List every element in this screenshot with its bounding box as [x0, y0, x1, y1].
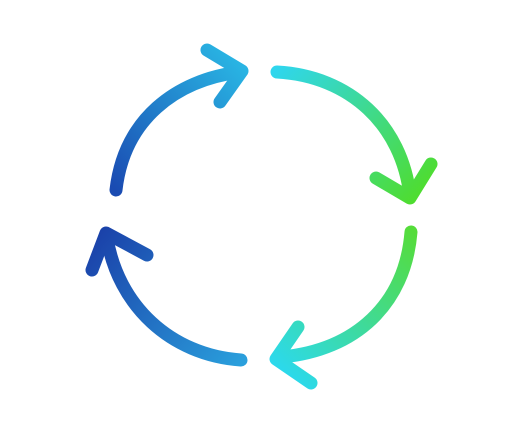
arrowhead-top-right-icon: [369, 157, 438, 205]
arrowhead-top-left-icon: [200, 43, 249, 109]
arc-bottom-right: [275, 225, 418, 364]
arrowhead-bottom-right-icon: [269, 320, 318, 390]
arrow-bottom-right: [269, 225, 418, 390]
arrowhead-bottom-left-icon: [85, 226, 154, 277]
arc-bottom-left: [100, 231, 248, 367]
arrow-bottom-left: [85, 226, 248, 367]
arrow-top-right: [270, 65, 438, 205]
arrow-top-left: [109, 43, 249, 197]
arc-top-right: [270, 65, 417, 203]
arc-top-left: [109, 65, 247, 197]
